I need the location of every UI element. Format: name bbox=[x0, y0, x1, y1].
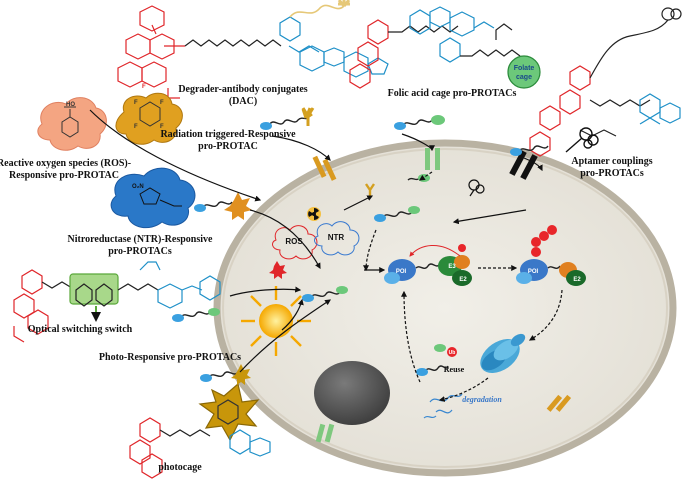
dac-fluoro: F bbox=[142, 84, 146, 90]
svg-text:F: F bbox=[160, 100, 164, 106]
dac-title: Degrader-antibody conjugates bbox=[178, 84, 307, 95]
folate-cage bbox=[507, 55, 541, 89]
ros-cloud-label: ROS bbox=[285, 237, 303, 246]
radiation-title-2: pro-PROTAC bbox=[198, 141, 258, 152]
optical-title: Optical switching switch bbox=[28, 324, 133, 335]
folate-receptor bbox=[425, 148, 440, 170]
protac-reuse bbox=[416, 344, 449, 376]
poi-label-2: POI bbox=[528, 269, 539, 275]
ternary-complex bbox=[384, 255, 472, 286]
poi-label-1: POI bbox=[396, 269, 407, 275]
reuse-label: Reuse bbox=[444, 365, 465, 374]
photocage-molecule bbox=[129, 382, 271, 479]
arrows bbox=[89, 109, 563, 402]
svg-text:F: F bbox=[160, 124, 164, 130]
protac-inside-2 bbox=[374, 206, 420, 222]
protac-icon-photo bbox=[200, 364, 251, 385]
radiation-icon bbox=[307, 207, 321, 221]
folate-cage-line2: cage bbox=[516, 74, 532, 81]
dac-molecule bbox=[117, 0, 389, 99]
dac-receptor bbox=[312, 155, 337, 181]
ntr-cloud-label: NTR bbox=[328, 233, 345, 242]
orange-receptor-right bbox=[546, 394, 572, 412]
recycle-arrow bbox=[409, 245, 461, 257]
aptamer-title-2: pro-PROTACs bbox=[580, 168, 644, 179]
membrane-receptors bbox=[312, 148, 572, 443]
svg-text:O₂N: O₂N bbox=[132, 184, 144, 190]
ros-burst bbox=[269, 261, 287, 279]
svg-text:HO: HO bbox=[66, 102, 75, 108]
ubiquitinated-complex bbox=[516, 225, 586, 286]
green-receptor-bottom bbox=[315, 423, 335, 443]
sun-icon bbox=[241, 286, 311, 356]
optical-molecule bbox=[13, 261, 221, 343]
aptamer-receptor bbox=[509, 150, 538, 180]
e2-label-1: E2 bbox=[459, 277, 467, 283]
aptamer-released bbox=[468, 179, 485, 197]
degradation-label: degradation bbox=[462, 395, 502, 404]
svg-text:F: F bbox=[134, 100, 138, 106]
e2-label-2: E2 bbox=[573, 277, 581, 283]
aptamer-title-1: Aptamer couplings bbox=[571, 156, 652, 167]
ntr-cloud bbox=[314, 221, 360, 256]
ub-label: Ub bbox=[449, 350, 456, 356]
ntr-title-1: Nitroreductase (NTR)-Responsive bbox=[68, 234, 213, 245]
aptamer-molecule bbox=[529, 7, 682, 157]
ub-ball-free bbox=[447, 347, 457, 357]
nucleus bbox=[314, 361, 390, 425]
folic-title: Folic acid cage pro-PROTACs bbox=[388, 88, 517, 99]
ntr-blob: O₂N bbox=[110, 167, 196, 229]
ub-ball-1 bbox=[458, 244, 466, 252]
ntr-title-2: pro-PROTACs bbox=[108, 246, 172, 257]
protac-icon-aptamer bbox=[510, 145, 549, 156]
dac-abbrev: (DAC) bbox=[229, 96, 257, 107]
ros-title-2: Responsive pro-PROTAC bbox=[9, 170, 119, 181]
photo-title: Photo-Responsive pro-PROTACs bbox=[99, 352, 241, 363]
degradation-fragments bbox=[423, 393, 463, 419]
protac-inside-1 bbox=[302, 286, 348, 302]
radiation-title-1: Radiation triggered-Responsive bbox=[160, 129, 296, 140]
proteasome-icon bbox=[480, 333, 526, 374]
e3-label-1: E3 bbox=[448, 264, 456, 270]
ros-title-1: Reactive oxygen species (ROS)- bbox=[0, 158, 131, 169]
protac-icon-optical bbox=[172, 308, 220, 322]
antibody-icon bbox=[301, 107, 315, 126]
radiation-blob: F F F F bbox=[115, 92, 183, 145]
protac-icon-folic bbox=[394, 115, 445, 130]
folate-cage-line1: Folate bbox=[514, 65, 535, 72]
photocage-title: photocage bbox=[158, 462, 202, 473]
protac-icon-ros bbox=[194, 192, 252, 220]
aptamer-icon bbox=[565, 127, 599, 153]
folic-molecule bbox=[349, 6, 521, 89]
svg-text:F: F bbox=[134, 124, 138, 130]
ros-blob: HO bbox=[37, 97, 107, 151]
